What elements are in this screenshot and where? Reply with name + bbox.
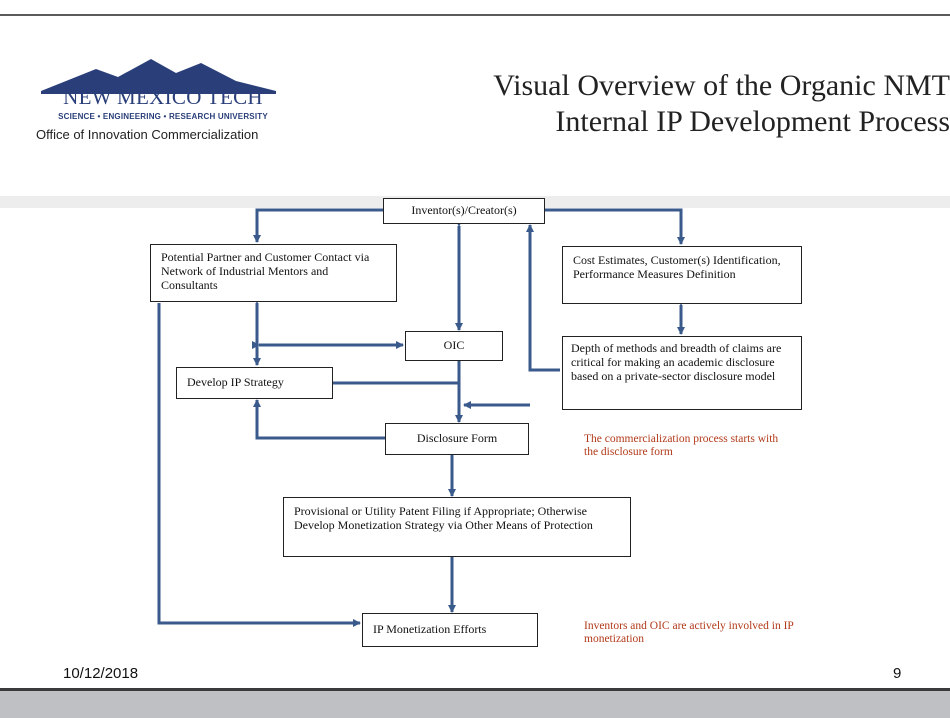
title-line-2: Internal IP Development Process xyxy=(555,105,950,138)
arrow-disclosure-strategy xyxy=(253,399,385,440)
title-line-1: Visual Overview of the Organic NMT xyxy=(493,69,950,102)
footer-page-number: 9 xyxy=(893,665,902,682)
slide-title: Visual Overview of the Organic NMT Inter… xyxy=(350,68,950,140)
box-monetization: IP Monetization Efforts xyxy=(362,613,538,647)
arrow-partner-monetization xyxy=(157,303,361,627)
box-depth: Depth of methods and breadth of claims a… xyxy=(562,336,802,410)
arrow-inventor-cost xyxy=(538,206,685,245)
box-cost: Cost Estimates, Customer(s) Identificati… xyxy=(562,246,802,304)
logo-office: Office of Innovation Commercialization xyxy=(36,127,259,142)
box-partner: Potential Partner and Customer Contact v… xyxy=(150,244,397,302)
note-disclosure: The commercialization process starts wit… xyxy=(584,433,779,458)
logo-name: NEW MEXICO TECH xyxy=(63,85,263,109)
top-rule xyxy=(0,14,950,16)
footer-date: 10/12/2018 xyxy=(63,665,139,682)
box-disclosure: Disclosure Form xyxy=(385,423,529,455)
box-oic: OIC xyxy=(405,331,503,361)
arrow-inventor-partner xyxy=(253,206,390,243)
bottom-band xyxy=(0,688,950,718)
mountain-logo-icon xyxy=(41,59,276,94)
arrow-depth-inventor xyxy=(526,224,560,372)
box-strategy: Develop IP Strategy xyxy=(176,367,333,399)
box-patent: Provisional or Utility Patent Filing if … xyxy=(283,497,631,557)
logo-tagline: SCIENCE • ENGINEERING • RESEARCH UNIVERS… xyxy=(58,112,268,121)
nmt-logo: NEW MEXICO TECH SCIENCE • ENGINEERING • … xyxy=(36,55,286,150)
box-inventor: Inventor(s)/Creator(s) xyxy=(383,198,545,224)
note-monetization: Inventors and OIC are actively involved … xyxy=(584,620,794,645)
